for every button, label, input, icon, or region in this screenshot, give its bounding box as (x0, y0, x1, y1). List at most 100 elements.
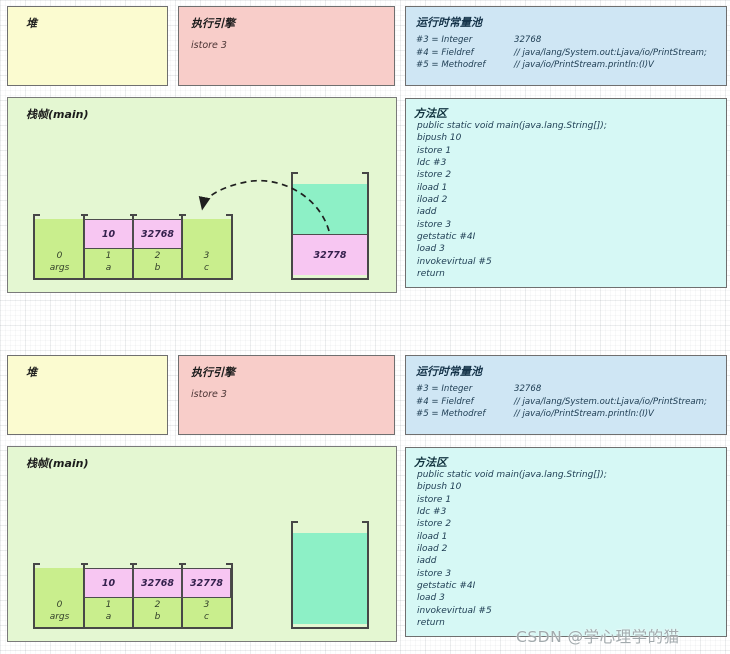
heap-box: 堆 (7, 355, 168, 435)
entry-value: // java/io/PrintStream.println:(I)V (514, 409, 654, 420)
constant-pool-entry: #4 = Fieldref // java/lang/System.out:Lj… (416, 47, 722, 60)
code-line: iadd (417, 556, 437, 567)
local-variable-slot-1: 1 a (84, 250, 133, 274)
constant-pool-entries: #3 = Integer 32768 #4 = Fieldref // java… (416, 383, 722, 421)
code-line: return (417, 618, 445, 629)
entry-value: 32768 (514, 384, 542, 394)
heap-box: 堆 (7, 6, 168, 86)
local-variable-value-1: 10 (84, 568, 133, 598)
code-line: invokevirtual #5 (417, 605, 492, 616)
local-variable-value-3: 32778 (182, 568, 231, 598)
slot-name: c (204, 263, 209, 273)
code-line: iload 2 (417, 544, 448, 555)
slot-index: 1 (105, 600, 112, 610)
local-variable-value-2: 32768 (133, 568, 182, 598)
code-line: bipush 10 (417, 482, 462, 493)
entry-key: #4 = Fieldref (416, 47, 474, 58)
local-variable-slot-3: 3 c (182, 599, 231, 623)
entry-key: #5 = Methodref (416, 60, 486, 71)
local-variable-value-2: 32768 (133, 219, 182, 249)
current-instruction: istore 3 (191, 40, 227, 51)
entry-key: #3 = Integer (416, 384, 473, 394)
local-variable-slot-0: 0 args (35, 599, 84, 623)
bytecode-listing: public static void main(java.lang.String… (417, 469, 722, 629)
code-line: ldc #3 (417, 158, 447, 169)
stack-frame-panel: 栈帧(main) 10 32768 32778 0 args 1 a (7, 446, 397, 642)
code-line: istore 2 (417, 170, 452, 181)
local-variable-value-1: 10 (84, 219, 133, 249)
constant-pool-entries: #3 = Integer 32768 #4 = Fieldref // java… (416, 34, 722, 72)
operand-stack-free-space (293, 533, 367, 624)
operand-stack-free-space (293, 184, 367, 234)
operand-stack-value: 32778 (293, 234, 367, 275)
entry-value: // java/lang/System.out:Ljava/io/PrintSt… (514, 47, 707, 58)
slot-index: 3 (203, 600, 210, 610)
diagram-state-1: 堆 执行引擎 istore 3 运行时常量池 #3 = Integer 3276… (0, 6, 730, 299)
method-area-box: 方法区 public static void main(java.lang.St… (405, 447, 727, 637)
slot-index: 1 (105, 251, 112, 261)
execution-engine-box: 执行引擎 istore 3 (178, 6, 395, 86)
slot-index: 0 (56, 600, 63, 610)
code-line: getstatic #4I (417, 581, 476, 592)
local-variable-slot-0: 0 args (35, 250, 84, 274)
entry-key: #4 = Fieldref (416, 396, 474, 407)
operand-stack: 32778 (291, 172, 369, 280)
slot-name: b (154, 612, 161, 622)
constant-pool-entry: #4 = Fieldref // java/lang/System.out:Lj… (416, 396, 722, 409)
method-area-title: 方法区 (414, 456, 447, 469)
entry-key: #5 = Methodref (416, 409, 486, 420)
code-line: return (417, 269, 445, 280)
entry-value: 32768 (514, 35, 542, 45)
runtime-constant-pool-box: 运行时常量池 #3 = Integer 32768 #4 = Fieldref … (405, 6, 727, 86)
stack-frame-title: 栈帧(main) (26, 108, 89, 121)
local-variable-slot-2: 2 b (133, 250, 182, 274)
code-line: istore 1 (417, 145, 452, 156)
code-line: iload 2 (417, 195, 448, 206)
heap-title: 堆 (26, 17, 37, 30)
runtime-constant-pool-box: 运行时常量池 #3 = Integer 32768 #4 = Fieldref … (405, 355, 727, 435)
slot-name: a (105, 263, 112, 273)
constant-pool-title: 运行时常量池 (416, 16, 482, 29)
code-line: iload 1 (417, 531, 448, 542)
constant-pool-entry: #3 = Integer 32768 (416, 34, 722, 47)
bytecode-listing: public static void main(java.lang.String… (417, 120, 722, 280)
slot-index: 2 (154, 251, 161, 261)
slot-name: b (154, 263, 161, 273)
constant-pool-entry: #5 = Methodref // java/io/PrintStream.pr… (416, 408, 722, 421)
local-variable-slot-1: 1 a (84, 599, 133, 623)
slot-divider (81, 563, 87, 627)
method-area-title: 方法区 (414, 107, 447, 120)
slot-name: c (204, 612, 209, 622)
code-line: istore 3 (417, 568, 452, 579)
slot-index: 2 (154, 600, 161, 610)
code-line: istore 1 (417, 494, 452, 505)
code-line: ldc #3 (417, 507, 447, 518)
code-line: istore 3 (417, 219, 452, 230)
code-line: load 3 (417, 593, 445, 604)
entry-value: // java/io/PrintStream.println:(I)V (514, 60, 654, 71)
code-line: invokevirtual #5 (417, 256, 492, 267)
execution-engine-title: 执行引擎 (191, 17, 235, 30)
slot-name: args (49, 612, 70, 622)
diagram-state-2: 堆 执行引擎 istore 3 运行时常量池 #3 = Integer 3276… (0, 355, 730, 648)
entry-key: #3 = Integer (416, 35, 473, 45)
constant-pool-entry: #5 = Methodref // java/io/PrintStream.pr… (416, 59, 722, 72)
current-instruction: istore 3 (191, 389, 227, 400)
execution-engine-title: 执行引擎 (191, 366, 235, 379)
code-line: load 3 (417, 244, 445, 255)
code-line: public static void main(java.lang.String… (417, 121, 607, 131)
entry-value: // java/lang/System.out:Ljava/io/PrintSt… (514, 396, 707, 407)
local-variable-table: 10 32768 32778 0 args 1 a 2 b 3 c (33, 563, 233, 629)
local-variable-slot-3: 3 c (182, 250, 231, 274)
operand-stack (291, 521, 369, 629)
csdn-watermark: CSDN @学心理学的猫 (516, 628, 680, 646)
slot-index: 3 (203, 251, 210, 261)
heap-title: 堆 (26, 366, 37, 379)
constant-pool-title: 运行时常量池 (416, 365, 482, 378)
local-variable-table: 10 32768 0 args 1 a 2 b 3 c (33, 214, 233, 280)
local-variable-slot-2: 2 b (133, 599, 182, 623)
slot-index: 0 (56, 251, 63, 261)
code-line: iload 1 (417, 182, 448, 193)
stack-frame-panel: 栈帧(main) 10 32768 0 args 1 a 2 b (7, 97, 397, 293)
code-line: bipush 10 (417, 133, 462, 144)
